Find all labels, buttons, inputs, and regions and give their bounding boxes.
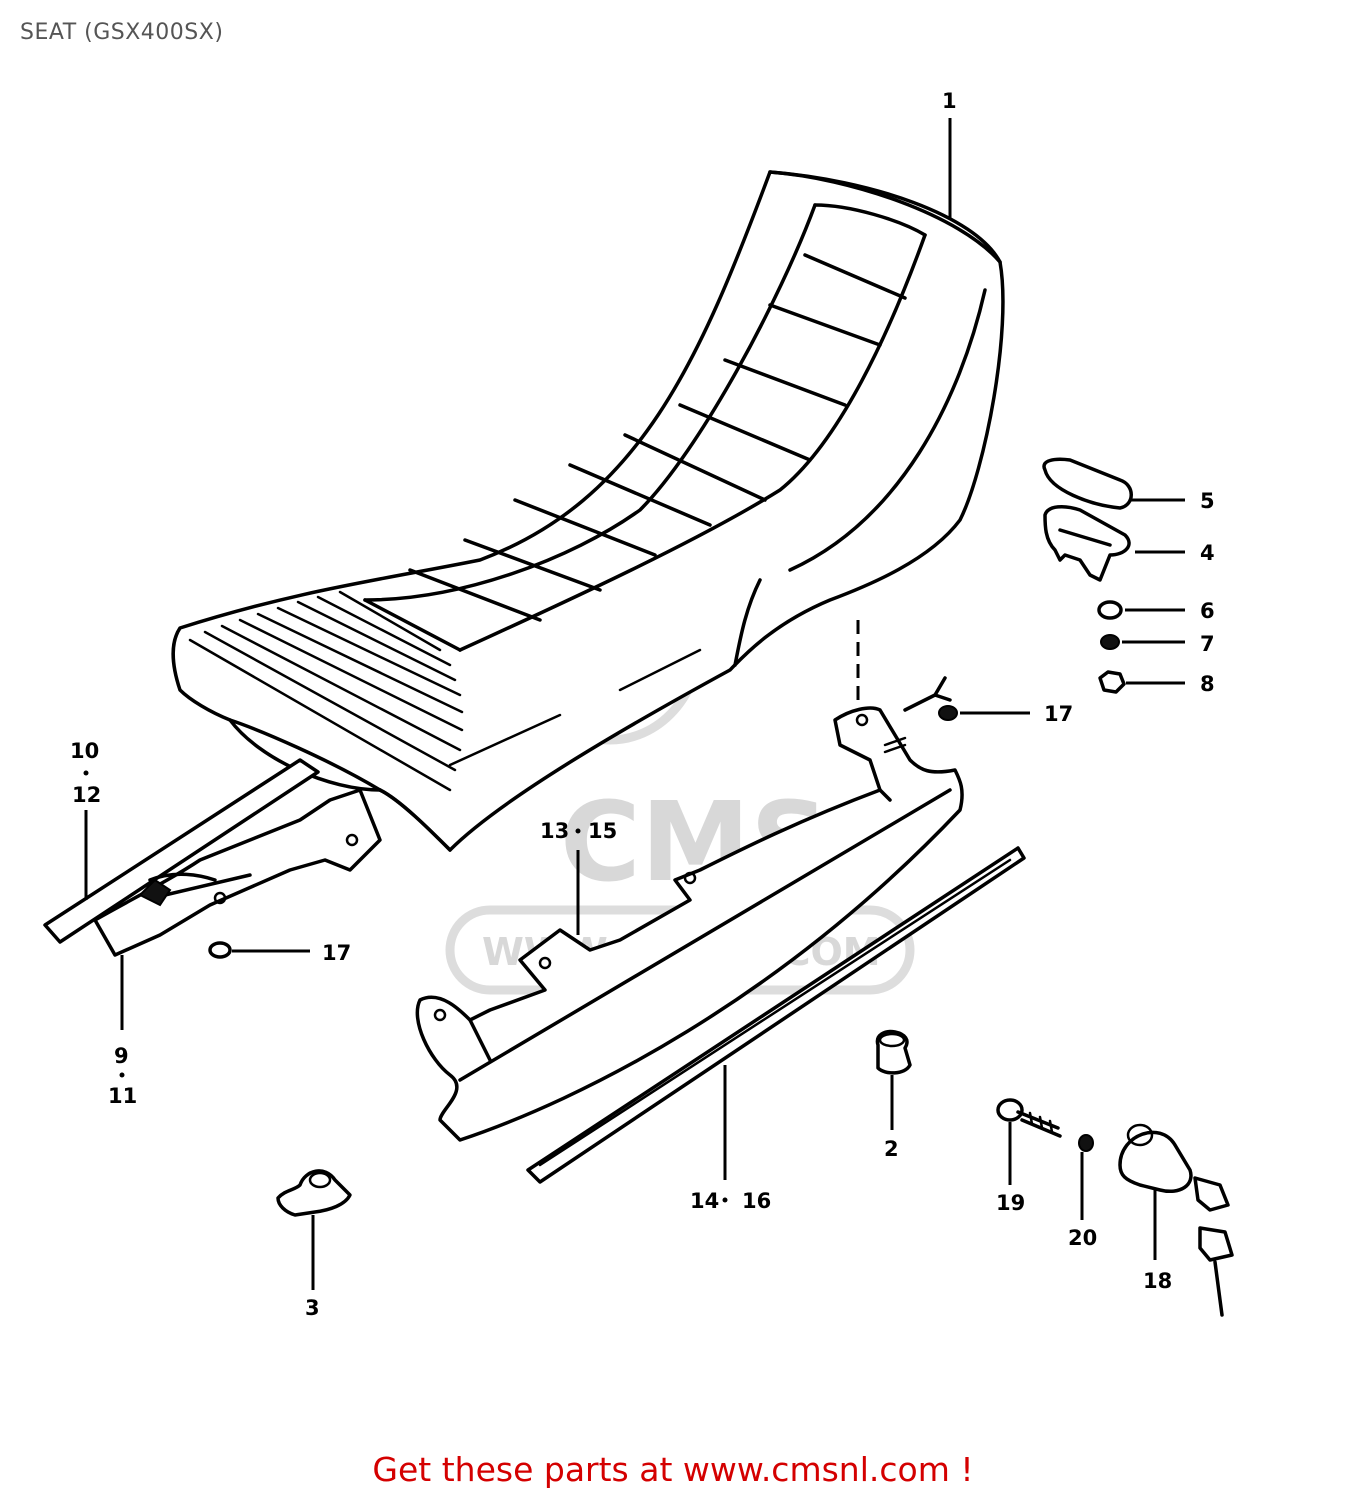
leader-lines (83, 118, 1185, 1290)
callout-8: 8 (1200, 672, 1215, 696)
callout-19: 19 (996, 1191, 1025, 1215)
callout-1: 1 (942, 89, 957, 113)
callout-2: 2 (884, 1137, 899, 1161)
seat-base-pan (415, 676, 964, 1142)
callout-labels: 1 5 4 6 7 8 17 17 10 12 9 11 13 15 14 16… (70, 89, 1215, 1320)
callout-9: 9 (114, 1044, 129, 1068)
callout-4: 4 (1200, 541, 1215, 565)
callout-18: 18 (1143, 1269, 1172, 1293)
small-parts (208, 457, 1234, 1317)
seat-assembly (171, 170, 1005, 852)
callout-11: 11 (108, 1084, 137, 1108)
callout-14: 14 (690, 1189, 719, 1213)
callout-15: 15 (588, 819, 617, 843)
callout-5: 5 (1200, 489, 1215, 513)
callout-17-right: 17 (1044, 702, 1073, 726)
callout-10: 10 (70, 739, 99, 763)
callout-13: 13 (540, 819, 569, 843)
callout-6: 6 (1200, 599, 1215, 623)
trim-strip (526, 846, 1026, 1184)
callout-17-left: 17 (322, 941, 351, 965)
callout-12: 12 (72, 783, 101, 807)
callout-7: 7 (1200, 632, 1215, 656)
get-parts-link[interactable]: Get these parts at www.cmsnl.com ! (372, 1450, 974, 1489)
callout-3: 3 (305, 1296, 320, 1320)
callout-16: 16 (742, 1189, 771, 1213)
seat-hinge-bracket (43, 758, 382, 957)
page-title: SEAT (GSX400SX) (20, 20, 224, 45)
callout-20: 20 (1068, 1226, 1097, 1250)
parts-diagram: CMS WWW.CMSNL.COM (43, 89, 1234, 1320)
